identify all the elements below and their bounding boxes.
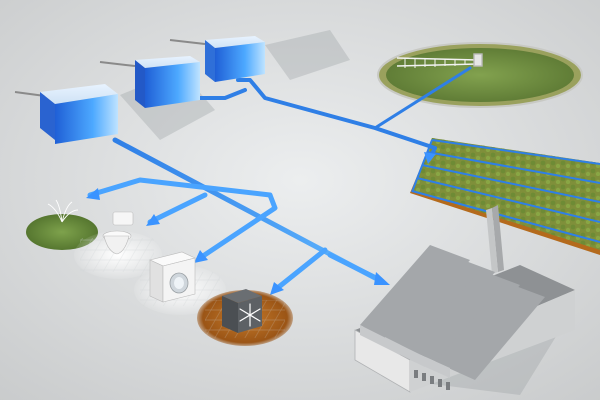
water-source-tank-2	[14, 84, 118, 144]
water-source-tank-3	[99, 56, 200, 108]
center-pivot-irrigation-field	[377, 42, 583, 108]
flow-arrows	[86, 152, 436, 295]
pipe-garden-branch	[87, 177, 273, 198]
factory	[354, 205, 575, 393]
pipe-to-pivot	[373, 66, 472, 130]
pipe-washer-branch	[197, 192, 278, 261]
arrow-to-crop	[424, 152, 436, 164]
snowflake-icon	[239, 303, 261, 327]
pipe-tanks-to-agriculture	[190, 88, 247, 100]
washing-machine-icon	[149, 251, 196, 303]
factory-icon	[354, 205, 575, 393]
pipe-ac-branch	[272, 247, 328, 293]
sprinkler-icon	[47, 199, 79, 223]
arrow-to-garden	[86, 188, 100, 200]
pipe-factory-branch	[327, 252, 383, 283]
air-conditioner-unit	[197, 289, 293, 346]
pipe-toilet-branch	[147, 192, 208, 225]
arrow-to-factory	[374, 272, 390, 285]
arrow-to-ac	[270, 282, 284, 295]
drip-irrigation-crop-field	[410, 138, 600, 255]
toilet-icon	[102, 211, 134, 255]
water-pipes	[87, 66, 472, 293]
water-source-tank-4	[169, 36, 265, 82]
toilet	[74, 211, 162, 279]
arrow-to-toilet	[146, 214, 160, 226]
pivot-arm	[396, 53, 483, 68]
washing-machine	[134, 251, 226, 315]
arrow-to-washer	[194, 250, 208, 263]
